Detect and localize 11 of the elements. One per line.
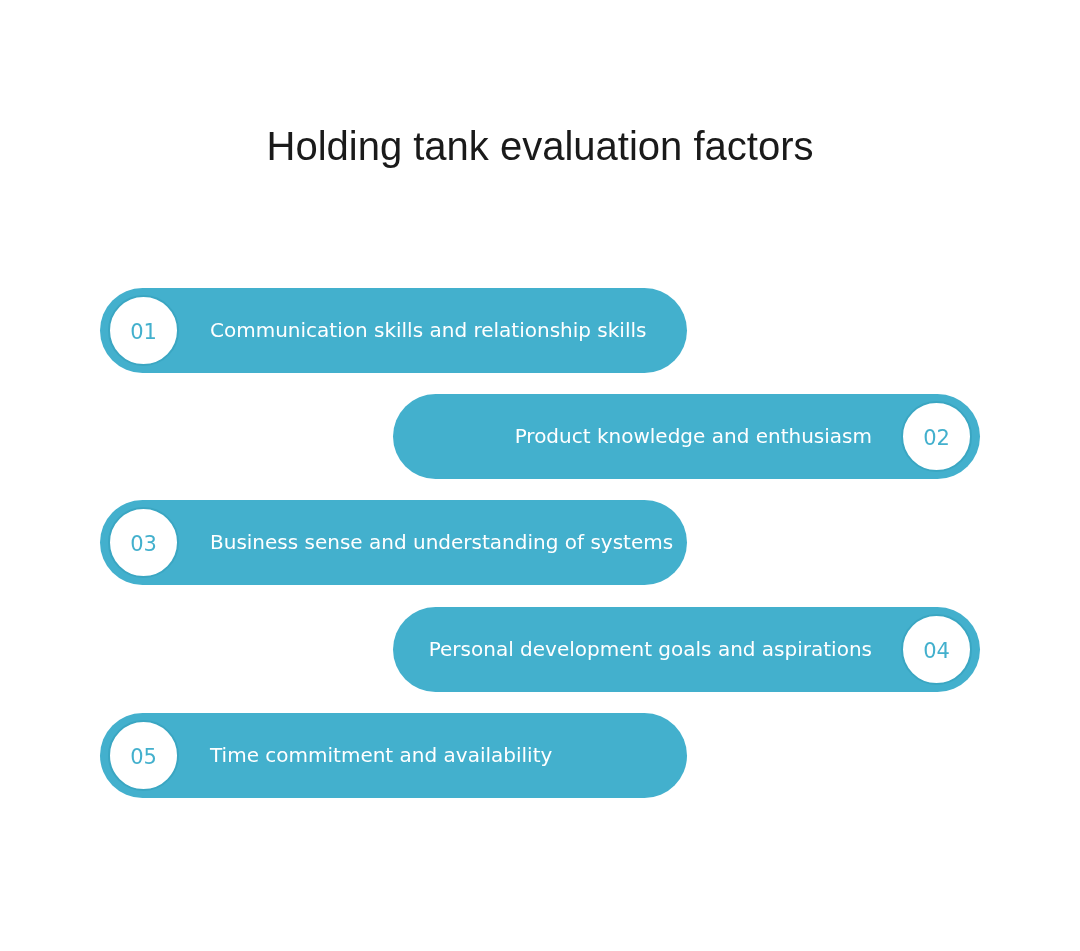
- number-circle: 02: [901, 401, 972, 472]
- number-circle: 05: [108, 720, 179, 791]
- number-circle: 04: [901, 614, 972, 685]
- item-label: Communication skills and relationship skills: [210, 317, 647, 344]
- title: Holding tank evaluation factors: [265, 124, 815, 169]
- number-circle: 01: [108, 295, 179, 366]
- item-label: Time commitment and availability: [210, 742, 553, 769]
- item-label: Product knowledge and enthusiasm: [514, 423, 872, 450]
- number-circle: 03: [108, 507, 179, 578]
- item-label: Personal development goals and aspirations: [428, 636, 872, 663]
- item-label: Business sense and understanding of systems: [210, 529, 674, 556]
